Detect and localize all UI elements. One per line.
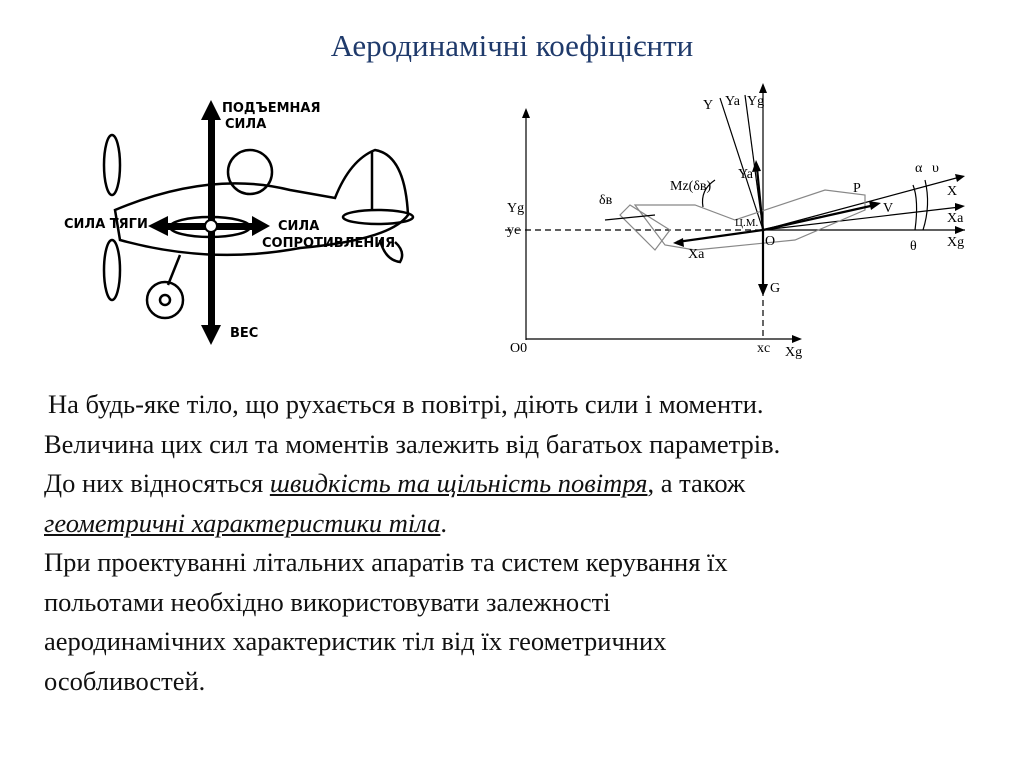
text-line-4-end: . bbox=[440, 507, 448, 538]
ya-axis-label: Ya bbox=[725, 94, 741, 109]
lift-label-1: ПОДЪЕМНАЯ bbox=[222, 101, 321, 116]
body-line: аеродинамічних характеристик тіл від їх … bbox=[44, 622, 1014, 662]
propeller-top bbox=[102, 133, 122, 197]
o0-label: O0 bbox=[510, 341, 527, 356]
x-axis-label: X bbox=[947, 184, 957, 199]
ya-vector-label: Ya bbox=[738, 167, 754, 182]
xa-axis-label: Xa bbox=[947, 211, 964, 226]
body-line: особливостей. bbox=[44, 662, 1014, 702]
velocity-label: V bbox=[883, 201, 893, 216]
text-line-1: На будь-яке тіло, що рухається в повітрі… bbox=[48, 389, 764, 419]
flight-coordinate-diagram: Y Ya Yg Ya Mz(δв) δв Yg yc Ц.М. O Xa P V… bbox=[505, 83, 965, 360]
yg-top-label: Yg bbox=[747, 94, 764, 109]
weight-label: ВЕС bbox=[230, 326, 258, 341]
emphasis-air-properties: швидкість та щільність повітря bbox=[269, 468, 648, 498]
thrust-label: СИЛА ТЯГИ bbox=[64, 217, 148, 232]
yg-left-label: Yg bbox=[507, 201, 524, 216]
lift-label-2: СИЛА bbox=[225, 117, 266, 132]
alpha-label: α bbox=[915, 161, 923, 176]
text-line-5: При проектуванні літальних апаратів та с… bbox=[44, 547, 728, 577]
xg-axis-label: Xg bbox=[947, 235, 964, 250]
thrust-vector-label: P bbox=[853, 181, 861, 196]
yc-label: yc bbox=[507, 223, 520, 238]
body-line: До них відносяться швидкість та щільніст… bbox=[44, 464, 1014, 504]
upsilon-label: υ bbox=[932, 161, 939, 176]
body-line: При проектуванні літальних апаратів та с… bbox=[44, 543, 1014, 583]
center-mass-label: Ц.М. bbox=[735, 217, 758, 229]
pilot-head bbox=[226, 148, 274, 196]
text-line-6: польотами необхідно використовувати зале… bbox=[44, 586, 611, 617]
fuselage bbox=[113, 148, 410, 257]
propeller-bottom bbox=[102, 238, 122, 302]
body-line: польотами необхідно використовувати зале… bbox=[44, 583, 1014, 623]
text-line-7: аеродинамічних характеристик тіл від їх … bbox=[44, 626, 667, 656]
weight-vector-label: G bbox=[770, 281, 780, 296]
xg-bottom-label: Xg bbox=[785, 345, 802, 360]
body-line: Величина цих сил та моментів залежить ві… bbox=[44, 425, 1014, 465]
drag-label-1: СИЛА bbox=[278, 219, 319, 234]
drag-label-2: СОПРОТИВЛЕНИЯ bbox=[262, 236, 395, 251]
body-text: На будь-яке тіло, що рухається в повітрі… bbox=[44, 385, 1014, 701]
text-line-3: До них відносяться bbox=[44, 468, 270, 498]
xc-label: xc bbox=[757, 341, 770, 356]
theta-label: θ bbox=[910, 239, 917, 254]
origin-label: O bbox=[765, 234, 775, 249]
slide-title: Аеродинамічні коефіцієнти bbox=[330, 28, 694, 63]
xa-vector-label: Xa bbox=[688, 247, 705, 262]
body-line: На будь-яке тіло, що рухається в повітрі… bbox=[44, 385, 1014, 425]
text-line-8: особливостей. bbox=[44, 665, 206, 696]
body-line: геометричні характеристики тіла. bbox=[44, 504, 1014, 544]
text-line-2: Величина цих сил та моментів залежить ві… bbox=[44, 428, 781, 459]
moment-label: Mz(δв) bbox=[670, 179, 712, 194]
wheel bbox=[145, 280, 185, 320]
delta-label: δв bbox=[599, 193, 613, 208]
text-line-3-end: , а також bbox=[647, 468, 746, 498]
emphasis-geometry: геометричні характеристики тіла bbox=[44, 507, 441, 538]
airplane-forces-cartoon: ПОДЪЕМНАЯ СИЛА СИЛА ТЯГИ СИЛА СОПРОТИВЛЕ… bbox=[64, 100, 415, 345]
y-axis-label: Y bbox=[703, 98, 713, 113]
